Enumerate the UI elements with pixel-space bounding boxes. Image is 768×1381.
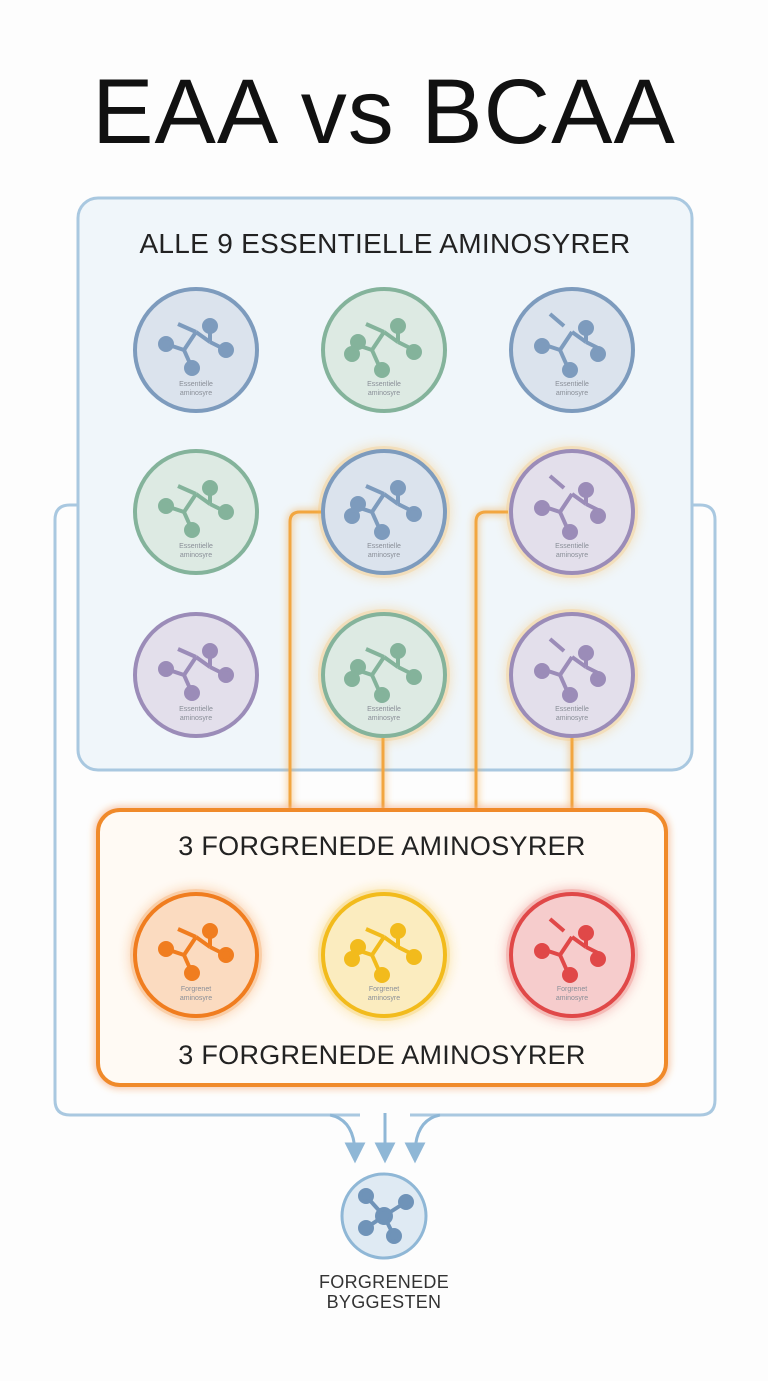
molecule-caption: Essentielle bbox=[179, 543, 213, 550]
molecule-caption: Essentielle bbox=[555, 381, 589, 388]
molecule-caption: Essentielle bbox=[367, 381, 401, 388]
result-arrows bbox=[329, 1113, 441, 1164]
bcaa-molecule: Forgrenet aminosyre bbox=[318, 889, 450, 1021]
bcaa-heading-bottom: 3 FORGRENEDE AMINOSYRER bbox=[178, 1040, 586, 1070]
result-node bbox=[340, 1172, 428, 1260]
molecule-caption: Essentielle bbox=[179, 706, 213, 713]
eaa-heading: ALLE 9 ESSENTIELLE AMINOSYRER bbox=[139, 228, 631, 259]
eaa-molecule: Essentielle aminosyre bbox=[133, 449, 259, 575]
molecule-circle bbox=[509, 892, 635, 1018]
eaa-molecule: Essentielle aminosyre bbox=[509, 287, 635, 413]
molecule-caption: aminosyre bbox=[556, 552, 588, 559]
molecule-caption: aminosyre bbox=[180, 390, 212, 397]
molecule-caption: aminosyre bbox=[368, 390, 400, 397]
molecule-caption: Forgrenet bbox=[181, 986, 211, 993]
molecule-caption: aminosyre bbox=[180, 715, 212, 722]
result-label-line1: FORGRENEDE bbox=[318, 1272, 449, 1292]
bcaa-molecule-row: ForgrenetaminosyreForgrenetaminosyreForg… bbox=[130, 889, 638, 1021]
connector-line bbox=[288, 510, 322, 810]
molecule-circle bbox=[133, 287, 259, 413]
molecule-structure-icon bbox=[158, 480, 234, 538]
molecule-structure-icon bbox=[534, 637, 606, 703]
molecule-circle bbox=[509, 449, 635, 575]
bcaa-molecule: Forgrenet aminosyre bbox=[130, 889, 262, 1021]
molecule-circle bbox=[321, 612, 447, 738]
outer-wrap bbox=[53, 503, 717, 1117]
molecule-caption: Essentielle bbox=[555, 706, 589, 713]
molecule-caption: aminosyre bbox=[180, 552, 212, 559]
molecule-circle bbox=[133, 892, 259, 1018]
molecule-circle bbox=[321, 449, 447, 575]
molecule-circle bbox=[133, 449, 259, 575]
arrow-right bbox=[404, 1113, 441, 1164]
molecule-structure-icon bbox=[344, 643, 422, 703]
molecule-structure-icon bbox=[158, 923, 234, 981]
molecule-caption: aminosyre bbox=[556, 995, 588, 1002]
molecule-caption: Forgrenet bbox=[557, 986, 587, 993]
molecule-caption: Forgrenet bbox=[369, 986, 399, 993]
molecule-caption: aminosyre bbox=[368, 995, 400, 1002]
eaa-molecule: Essentielle aminosyre bbox=[321, 287, 447, 413]
molecule-structure-icon bbox=[534, 917, 606, 983]
molecule-caption: aminosyre bbox=[368, 552, 400, 559]
result-label-line2: BYGGESTEN bbox=[326, 1292, 442, 1312]
molecule-structure-icon bbox=[344, 480, 422, 540]
molecule-circle bbox=[509, 612, 635, 738]
arrow-left bbox=[329, 1113, 366, 1164]
molecule-caption: Essentielle bbox=[179, 381, 213, 388]
molecule-structure-icon bbox=[344, 923, 422, 983]
molecule-structure-icon bbox=[344, 318, 422, 378]
molecule-caption: Essentielle bbox=[555, 543, 589, 550]
molecule-caption: aminosyre bbox=[180, 995, 212, 1002]
eaa-molecule: Essentielle aminosyre bbox=[506, 609, 638, 741]
molecule-structure-icon bbox=[158, 318, 234, 376]
result-label: FORGRENEDE BYGGESTEN bbox=[234, 1272, 534, 1312]
molecule-caption: aminosyre bbox=[556, 715, 588, 722]
molecule-caption: Essentielle bbox=[367, 706, 401, 713]
outer-wrap-right bbox=[410, 503, 717, 1117]
eaa-molecule: Essentielle aminosyre bbox=[318, 609, 450, 741]
molecule-circle bbox=[133, 612, 259, 738]
bcaa-molecule: Forgrenet aminosyre bbox=[506, 889, 638, 1021]
molecule-structure-icon bbox=[534, 474, 606, 540]
molecule-structure-icon bbox=[534, 312, 606, 378]
eaa-molecule: Essentielle aminosyre bbox=[318, 446, 450, 578]
bcaa-heading-top: 3 FORGRENEDE AMINOSYRER bbox=[178, 831, 586, 861]
eaa-molecule: Essentielle aminosyre bbox=[133, 287, 259, 413]
eaa-molecule-grid: EssentielleaminosyreEssentielleaminosyre… bbox=[133, 287, 638, 741]
molecule-caption: Essentielle bbox=[367, 543, 401, 550]
result-molecule-icon bbox=[358, 1188, 414, 1244]
molecule-circle bbox=[321, 892, 447, 1018]
molecule-structure-icon bbox=[158, 643, 234, 701]
eaa-molecule: Essentielle aminosyre bbox=[506, 446, 638, 578]
molecule-caption: aminosyre bbox=[368, 715, 400, 722]
outer-wrap-left bbox=[53, 503, 360, 1117]
molecule-circle bbox=[321, 287, 447, 413]
molecule-circle bbox=[509, 287, 635, 413]
molecule-caption: aminosyre bbox=[556, 390, 588, 397]
connector-line bbox=[474, 510, 508, 810]
eaa-molecule: Essentielle aminosyre bbox=[133, 612, 259, 738]
page-title: EAA vs BCAA bbox=[92, 61, 676, 163]
